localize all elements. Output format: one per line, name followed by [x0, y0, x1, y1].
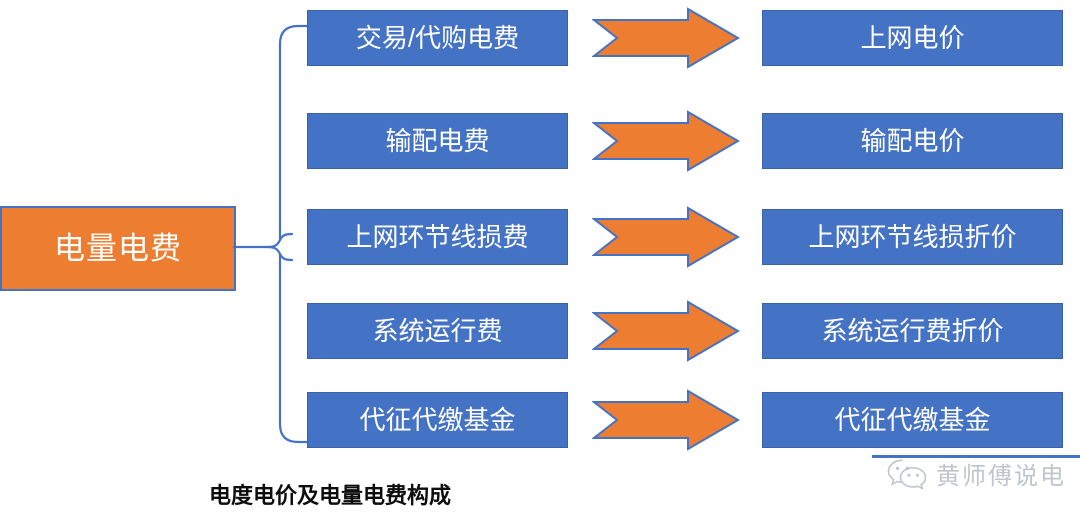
fee-box-label-1: 交易/代购电费: [355, 23, 520, 53]
fee-box-label-4: 系统运行费: [372, 316, 503, 346]
price-box-label-2: 输配电价: [860, 126, 965, 156]
price-box-label-5: 代征代缴基金: [834, 405, 991, 435]
fee-box-label-3: 上网环节线损费: [346, 222, 529, 252]
right-arrow-3: [592, 206, 740, 268]
price-box-label-3: 上网环节线损折价: [808, 222, 1017, 252]
watermark: 黄师傅说电: [886, 456, 1066, 491]
wechat-icon: [887, 458, 927, 490]
source-box-electricity-fee: 电量电费: [0, 206, 236, 291]
price-box-label-4: 系统运行费折价: [821, 316, 1004, 346]
right-arrow-1: [592, 7, 740, 69]
price-box-row-1: 上网电价: [762, 10, 1063, 66]
price-box-row-4: 系统运行费折价: [762, 303, 1063, 359]
price-box-row-2: 输配电价: [762, 113, 1063, 169]
curly-brace-connector: [232, 24, 310, 444]
fee-box-row-4: 系统运行费: [307, 303, 568, 359]
price-box-row-5: 代征代缴基金: [762, 392, 1063, 448]
right-arrow-4: [592, 300, 740, 362]
right-arrow-2: [592, 110, 740, 172]
fee-box-row-5: 代征代缴基金: [307, 392, 568, 448]
right-arrow-5: [592, 389, 740, 451]
fee-box-label-5: 代征代缴基金: [359, 405, 516, 435]
price-box-label-1: 上网电价: [860, 23, 965, 53]
price-box-row-3: 上网环节线损折价: [762, 209, 1063, 265]
diagram-caption: 电度电价及电量电费构成: [208, 483, 451, 508]
watermark-text: 黄师傅说电: [936, 463, 1066, 490]
fee-box-label-2: 输配电费: [385, 126, 490, 156]
source-box-label: 电量电费: [54, 231, 182, 266]
fee-box-row-3: 上网环节线损费: [307, 209, 568, 265]
watermark-divider: [872, 455, 1080, 458]
fee-box-row-2: 输配电费: [307, 113, 568, 169]
fee-box-row-1: 交易/代购电费: [307, 10, 568, 66]
